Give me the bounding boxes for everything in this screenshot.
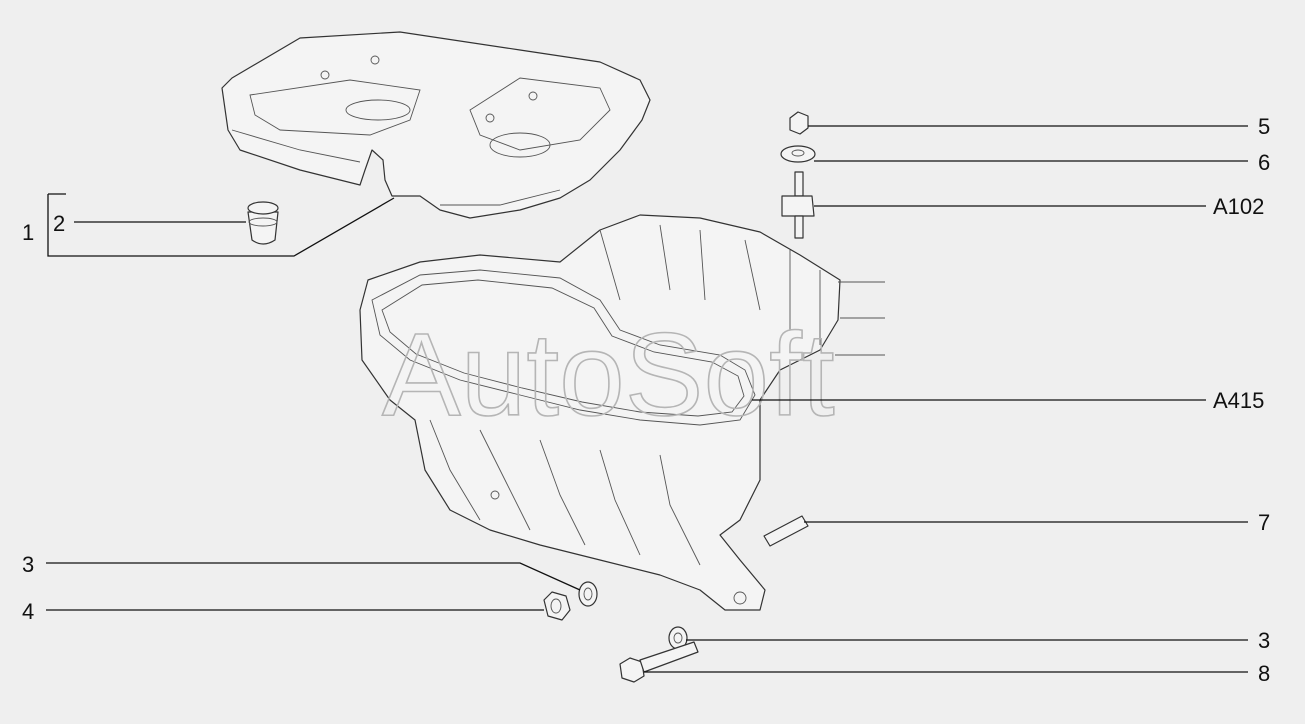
watermark: AutoSoft [382, 309, 835, 441]
callout-4: 4 [22, 599, 34, 624]
stud-7 [763, 515, 809, 547]
nut-left [543, 591, 571, 621]
rubber-bushing [247, 201, 279, 245]
callout-6: 6 [1258, 150, 1270, 175]
callout-labels: 1 2 5 6 A102 A415 7 3 4 3 8 [22, 114, 1270, 686]
callout-8: 8 [1258, 661, 1270, 686]
callout-2: 2 [53, 211, 65, 236]
engine-cover [221, 31, 651, 219]
washer-right [668, 626, 688, 650]
callout-5: 5 [1258, 114, 1270, 139]
callout-a102: A102 [1213, 194, 1264, 219]
intake-manifold [359, 214, 885, 611]
callout-a415: A415 [1213, 388, 1264, 413]
washer-left [578, 581, 598, 607]
callout-3-right: 3 [1258, 628, 1270, 653]
bolt-8 [619, 641, 699, 683]
callout-3-left: 3 [22, 552, 34, 577]
stud-assembly [780, 111, 816, 239]
callout-1: 1 [22, 220, 34, 245]
leader-lines [46, 125, 1248, 673]
callout-7: 7 [1258, 510, 1270, 535]
